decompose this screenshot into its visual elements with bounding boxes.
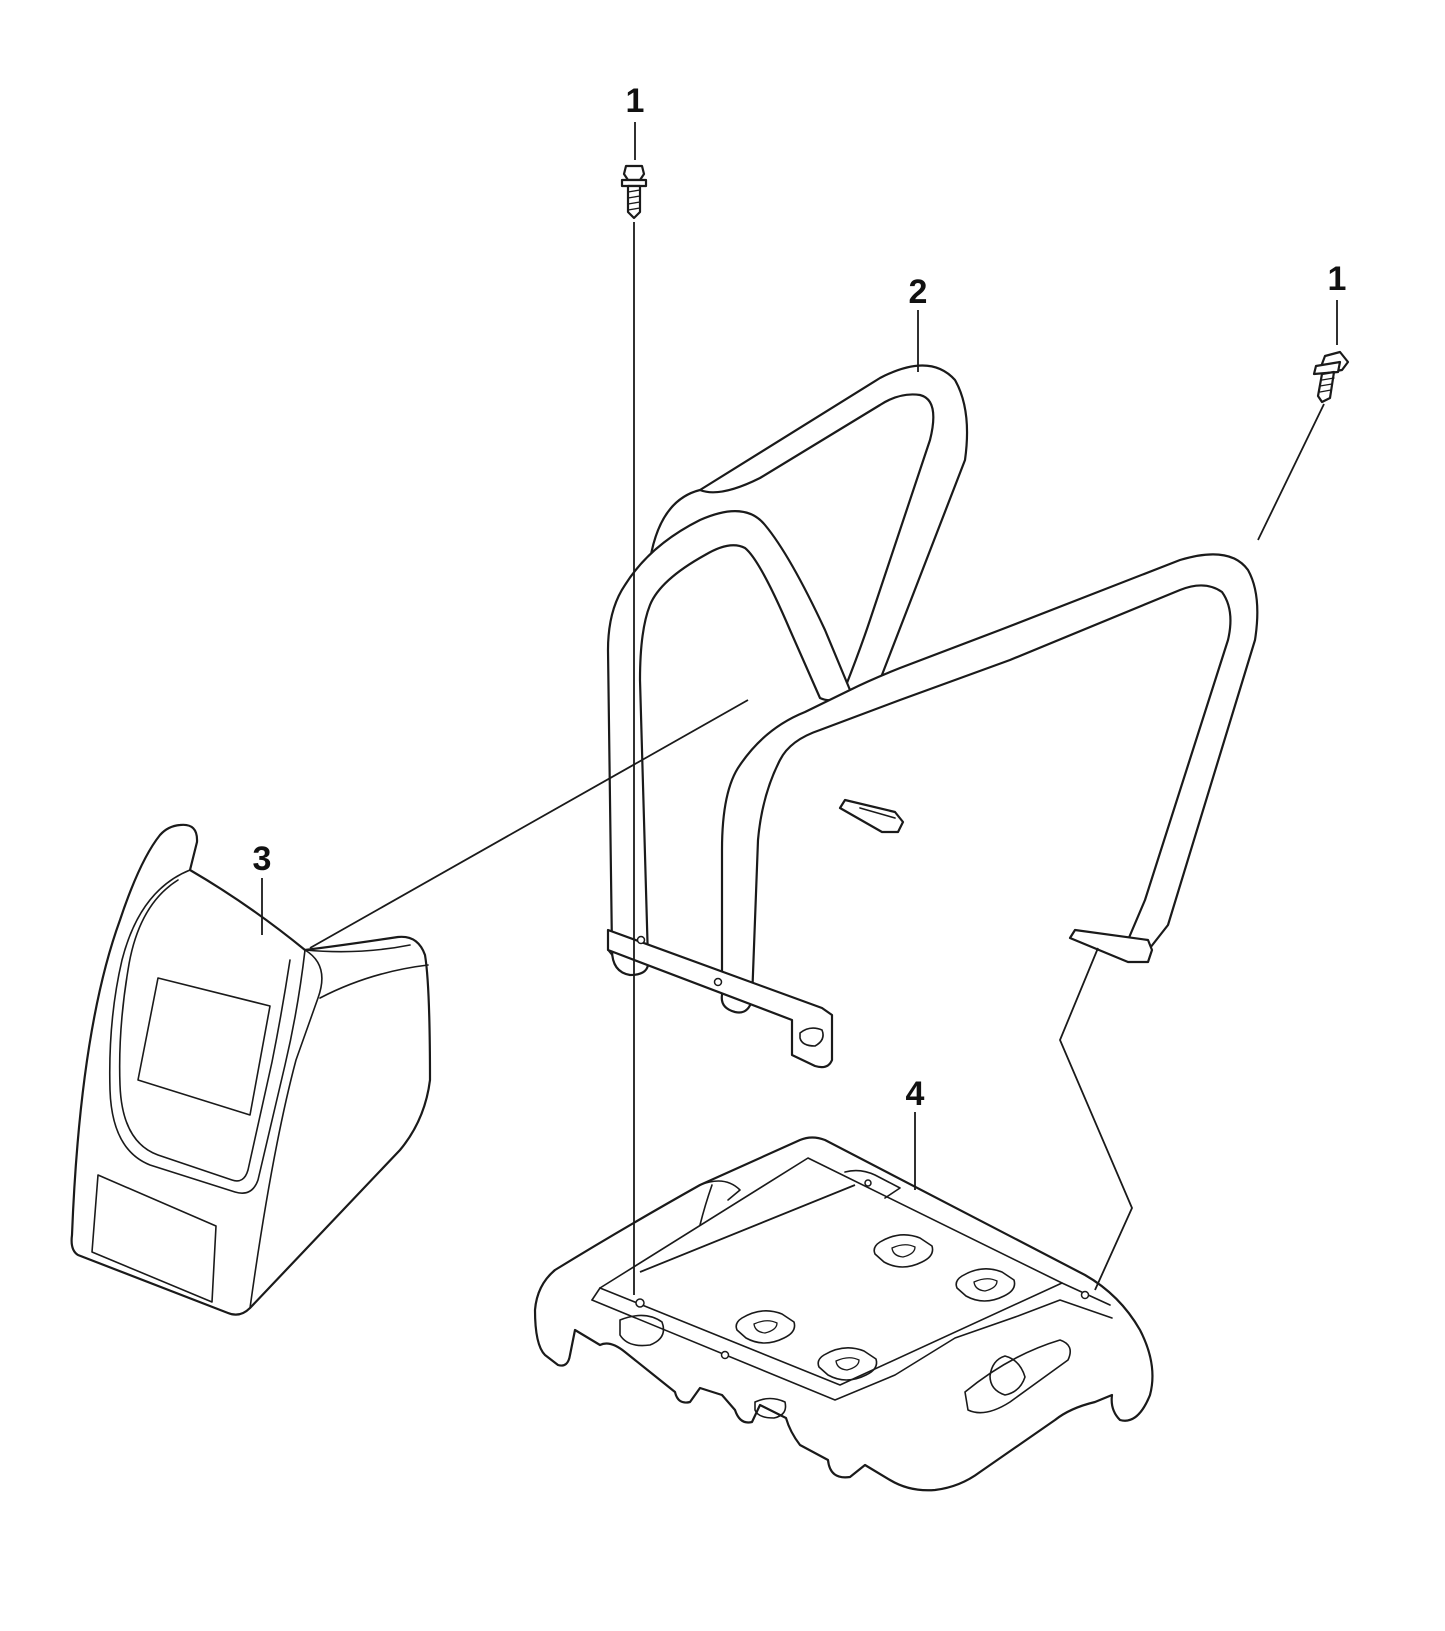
callout-label-roll-bar: 2 [909,273,928,311]
callout-label-bolt-top: 1 [626,82,645,120]
seat-base-slot-4 [817,1347,878,1381]
bolt-top[interactable] [620,164,648,220]
callout-label-seat-cushion: 3 [253,840,272,878]
seat-cushion[interactable] [70,823,432,1316]
leader-lines [261,122,1338,1295]
seat-base-slot-2 [955,1268,1016,1302]
roll-bar[interactable] [606,364,1259,1069]
seat-base-slot-1 [873,1234,934,1268]
bolt-right[interactable] [1312,350,1350,404]
seat-base-slot-3 [735,1310,796,1344]
seat-base[interactable] [533,1136,1154,1492]
callout-label-bolt-right: 1 [1328,260,1347,298]
callout-label-seat-base: 4 [906,1075,925,1113]
